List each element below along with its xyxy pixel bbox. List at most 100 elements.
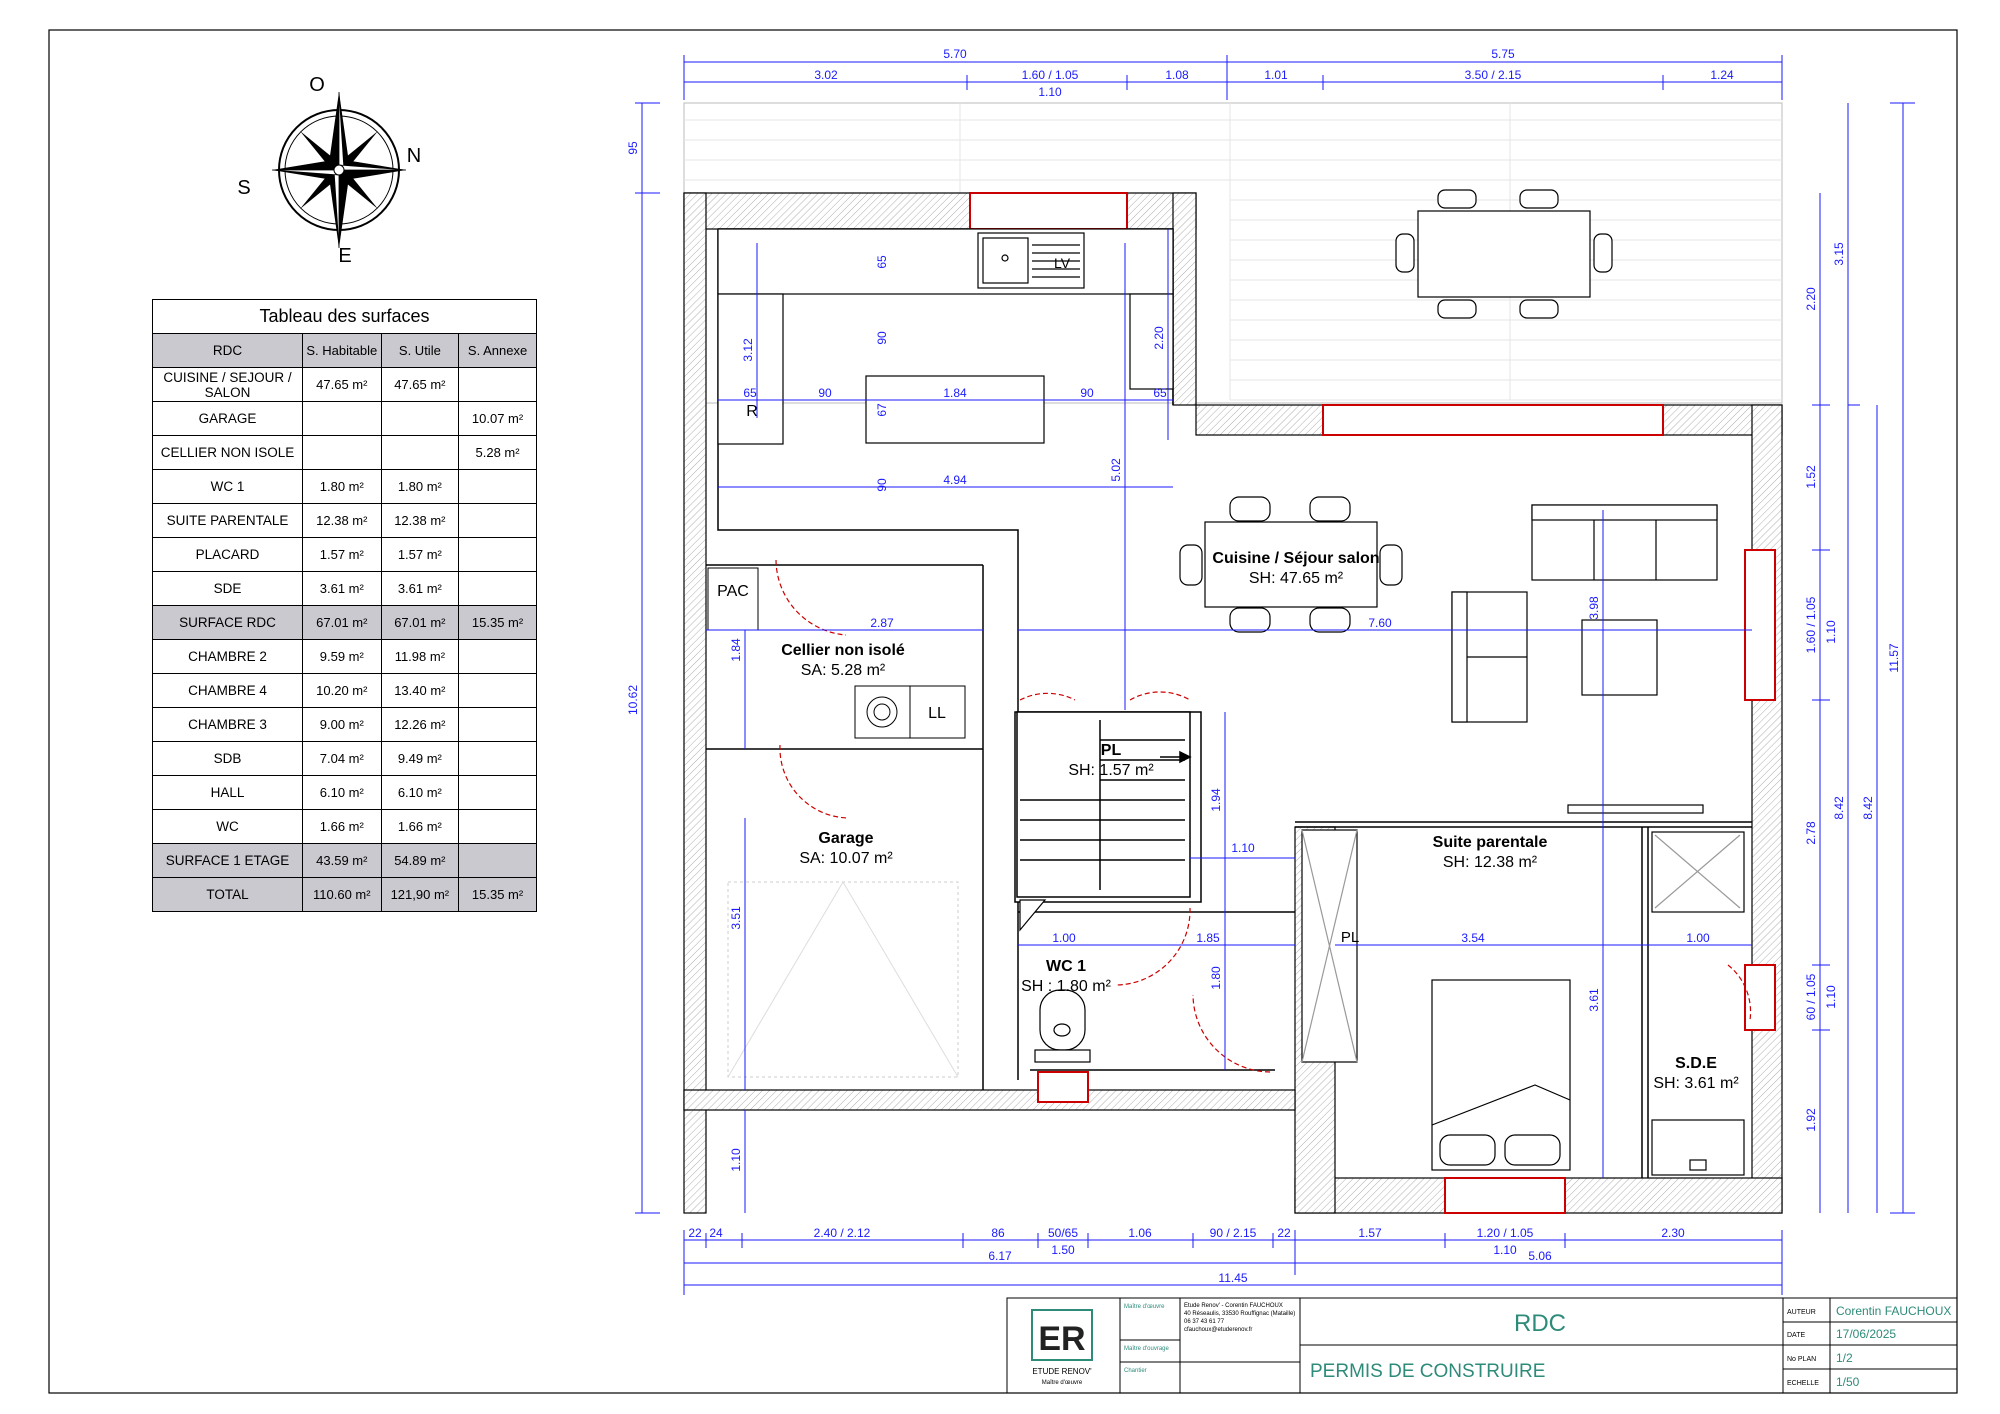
role1-text-1: 40 Réseaulis, 33530 Rouffignac (Mataille…: [1184, 1311, 1295, 1317]
room-suite-area: SH: 12.38 m²: [1443, 854, 1538, 871]
row-su: 67.01 m²: [380, 605, 460, 640]
dim-sde-100: 1.00: [1686, 931, 1710, 945]
row-sa: [458, 775, 537, 810]
bedroom-furniture: [1301, 829, 1745, 1176]
compass-south-label: S: [237, 177, 250, 199]
row-name: SDE: [152, 571, 303, 606]
laundry-machine: [909, 685, 966, 739]
dim-kh-0: 65: [743, 386, 757, 400]
room-garage-area: SA: 10.07 m²: [799, 850, 893, 867]
dim-k220: 2.20: [1152, 326, 1166, 350]
dim-k502: 5.02: [1109, 458, 1123, 482]
row-sa: [458, 741, 537, 776]
dim-wc-180: 1.80: [1209, 966, 1223, 990]
dim-garage-351: 3.51: [729, 906, 743, 930]
row-su: [380, 435, 460, 470]
row-sh: 9.59 m²: [302, 639, 382, 674]
dim-bottom-4: 50/65: [1048, 1226, 1078, 1240]
row-sh: 9.00 m²: [302, 707, 382, 742]
dim-wc-100: 1.00: [1052, 931, 1076, 945]
dim-bottom-7: 90 / 2.15: [1210, 1226, 1257, 1240]
role1-text-2: 06 37 43 61 77: [1184, 1319, 1225, 1325]
title-block: [1006, 1297, 1958, 1394]
living-furniture: [1179, 496, 1718, 814]
wc-fixtures: [1019, 899, 1091, 1063]
row-sa: 5.28 m²: [458, 435, 537, 470]
dim-bottom-5: 1.50: [1051, 1243, 1075, 1257]
pac-label: PAC: [717, 583, 749, 600]
role1-text-3: cfauchoux@etuderenov.fr: [1184, 1327, 1252, 1333]
compass-north-label: N: [407, 145, 421, 167]
dim-kh-1: 90: [818, 386, 832, 400]
dim-wc-185: 1.85: [1196, 931, 1220, 945]
row-name: SURFACE 1 ETAGE: [152, 843, 303, 878]
room-cuisine-name: Cuisine / Séjour salon: [1212, 550, 1379, 567]
dim-left-total: 10.62: [626, 685, 640, 715]
dim-top-4: 3.50 / 2.15: [1465, 68, 1522, 82]
dim-bottom-8: 22: [1277, 1226, 1291, 1240]
room-wc1-area: SH : 1.80 m²: [1021, 978, 1111, 995]
row-su: 3.61 m²: [380, 571, 460, 606]
dim-bottom-11: 1.10: [1493, 1243, 1517, 1257]
dim-k494: 4.94: [943, 473, 967, 487]
row-sh: 1.80 m²: [302, 469, 382, 504]
row-sh: 3.61 m²: [302, 571, 382, 606]
row-sh: 10.20 m²: [302, 673, 382, 708]
room-suite-name: Suite parentale: [1433, 834, 1548, 851]
dim-right-842-a: 8.42: [1861, 796, 1875, 820]
room-cellier-name: Cellier non isolé: [781, 642, 905, 659]
room-sde-name: S.D.E: [1675, 1055, 1717, 1072]
sheet-frame: [48, 29, 1958, 1394]
dim-top-2: 1.08: [1165, 68, 1189, 82]
row-name: GARAGE: [152, 401, 303, 436]
heat-pump: [707, 567, 759, 631]
svg-text:ER: ER: [1038, 1320, 1085, 1358]
dim-bottom-506: 5.06: [1528, 1249, 1552, 1263]
compass-rose-icon: [271, 91, 407, 249]
field-auteur-label: AUTEUR: [1787, 1309, 1816, 1316]
dim-bottom-1: 24: [709, 1226, 723, 1240]
ll-label: LL: [928, 705, 946, 722]
header-rdc: RDC: [152, 333, 303, 368]
dim-k90-v: 90: [875, 331, 889, 345]
role3-label: Chantier: [1124, 1368, 1147, 1374]
row-su: 1.57 m²: [380, 537, 460, 572]
row-su: [380, 401, 460, 436]
row-name: CELLIER NON ISOLE: [152, 435, 303, 470]
dim-living-398: 3.98: [1587, 596, 1601, 620]
dim-right-152: 1.52: [1804, 465, 1818, 489]
field-echelle-label: ECHELLE: [1787, 1380, 1819, 1387]
terrace-table-icon: [1395, 189, 1613, 319]
staircase: [1016, 711, 1192, 898]
dim-right-220: 2.20: [1804, 287, 1818, 311]
dim-top-1: 1.60 / 1.05: [1022, 68, 1079, 82]
table-row: GARAGE 10.07 m²: [152, 401, 537, 436]
surface-table: Tableau des surfaces RDC S. Habitable S.…: [152, 299, 537, 912]
field-date-label: DATE: [1787, 1332, 1805, 1339]
dim-right-192: 1.92: [1804, 1108, 1818, 1132]
dim-kh-4: 65: [1153, 386, 1167, 400]
room-wc1-name: WC 1: [1046, 958, 1086, 975]
washing-machine: [854, 685, 911, 739]
dim-right-315: 3.15: [1832, 242, 1846, 266]
row-sa: 15.35 m²: [458, 877, 537, 912]
company-sub: Maître d'œuvre: [1042, 1380, 1083, 1386]
row-sa: 10.07 m²: [458, 401, 537, 436]
door-swings: [775, 559, 1752, 1073]
dim-bottom-2: 2.40 / 2.12: [814, 1226, 871, 1240]
dim-top-5: 1.24: [1710, 68, 1734, 82]
row-sa: [458, 673, 537, 708]
etude-renov-logo-icon: ER: [1031, 1309, 1093, 1361]
row-sh: [302, 401, 382, 436]
row-sh: 110.60 m²: [302, 877, 382, 912]
dim-right-160: 1.60 / 1.05: [1804, 596, 1818, 653]
dim-living-760: 7.60: [1368, 616, 1392, 630]
row-name: CHAMBRE 4: [152, 673, 303, 708]
field-auteur-value: Corentin FAUCHOUX: [1836, 1304, 1951, 1318]
